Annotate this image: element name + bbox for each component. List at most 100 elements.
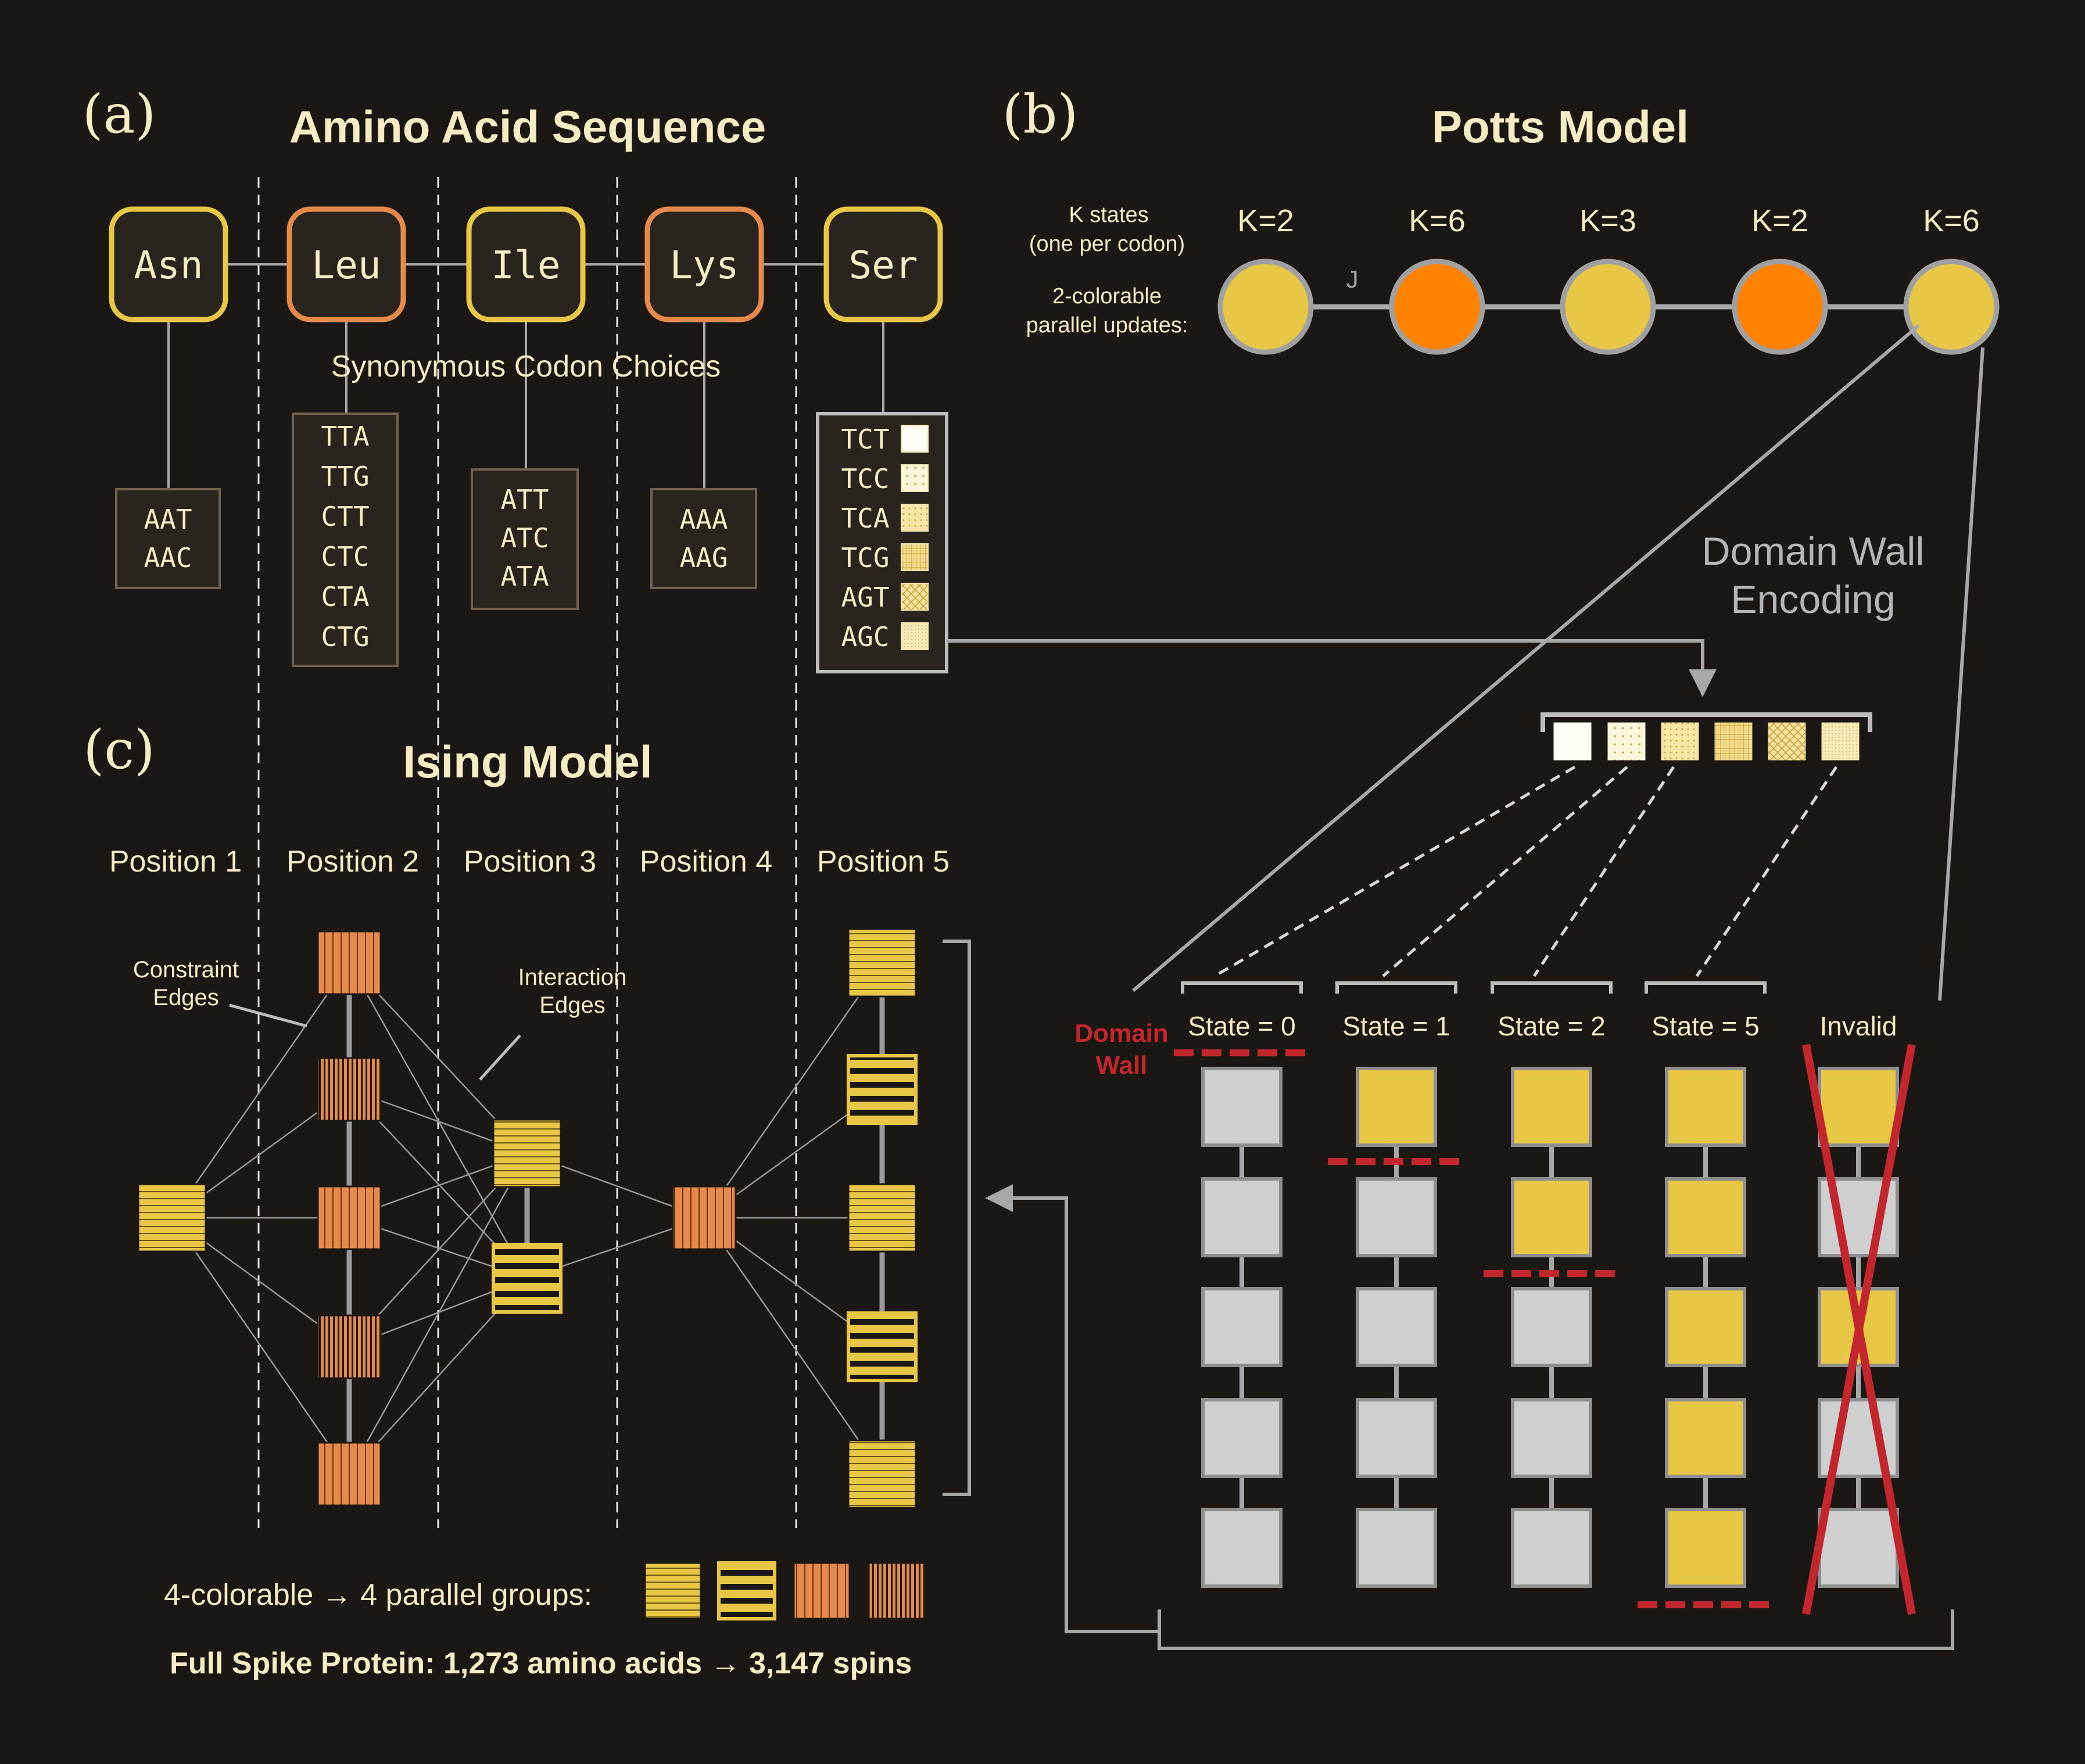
panel-label: (c) [83,719,155,781]
state-bracket [1645,981,1767,994]
k-label: K=2 [1751,203,1808,238]
annotation: Synonymous Codon Choices [331,350,721,383]
edge-annotation: Interaction [518,965,627,990]
interaction-edge [703,1217,883,1475]
potts-node [1389,259,1485,355]
color-group-swatch [644,1562,702,1620]
codon-label: CTA [321,581,369,612]
coupling-label: J [1346,266,1359,293]
panel-label: (a) [83,83,156,145]
guide-line [1132,324,1920,992]
domain-wall-label: Wall [1096,1051,1148,1080]
codon-label: AAA [679,504,728,535]
panel-title: Amino Acid Sequence [289,101,766,152]
codon-label: TTA [321,421,369,452]
mapping-dash [1382,766,1628,977]
color-group-swatch [868,1562,926,1620]
spin-node [672,1185,737,1250]
potts-node [1903,259,2000,355]
legend-text: (one per codon) [1029,232,1185,256]
codon-label: TCC [841,463,889,494]
spin-cell [1356,1287,1437,1367]
color-group-swatch [793,1562,851,1620]
legend-text: parallel updates: [1026,313,1188,338]
spin-cell [1665,1177,1746,1257]
codon-label: AAG [679,542,728,573]
codon-label: AAC [144,542,192,573]
k-label: K=6 [1923,203,1980,238]
k-label: K=2 [1237,203,1294,238]
spin-node [847,1055,917,1124]
spin-node-outline [847,1054,918,1125]
codon-swatch [901,543,929,571]
interaction-edge [703,962,883,1218]
encoding-arrow [947,639,1717,697]
spin-cell [1818,1508,1899,1588]
codon-swatch [901,464,929,492]
amino-acid-label: Leu [311,243,381,288]
state-bracket [1491,981,1613,994]
spin-node-outline [492,1243,563,1314]
spin-cell [1356,1508,1437,1588]
encoding-swatch [1819,720,1861,762]
return-bracket [1158,1609,1954,1650]
codon-box [471,468,579,610]
encoding-bracket [1541,712,1872,732]
spin-cell [1511,1398,1592,1478]
codon-box [650,488,757,589]
spin-cell [1511,1067,1592,1147]
spin-cell [1201,1067,1282,1147]
spin-node [492,1118,562,1188]
spin-node [317,1314,382,1379]
state-label: Invalid [1820,1011,1897,1041]
spin-node [317,1185,382,1250]
amino-acid-label: Ile [491,243,560,288]
edge-annotation: Edges [539,992,605,1018]
spin-node [317,1442,382,1507]
section-title: Encoding [1731,578,1896,622]
interaction-edge [171,1217,350,1475]
spin-node-outline [847,1311,918,1382]
amino-acid-box [286,206,406,322]
codon-swatch [901,425,929,453]
amino-acid-box [823,206,943,322]
spin-cell [1511,1287,1592,1367]
codon-label: TCT [841,424,889,455]
spin-node [847,1439,917,1509]
codon-label: ATA [500,561,549,592]
spin-cell [1201,1287,1282,1367]
edge-annotation: Edges [153,985,218,1010]
domain-wall-label: Domain [1074,1019,1168,1048]
spin-cell [1201,1177,1282,1257]
spin-cell [1356,1398,1437,1478]
codon-label: TCA [841,503,889,534]
spin-cell [1665,1398,1746,1478]
spin-node [492,1243,562,1313]
annotation-pointer [229,1003,307,1028]
mapping-dash [1213,765,1576,978]
panel-label: (b) [1002,83,1079,145]
spin-cell [1665,1508,1746,1588]
spin-cell [1201,1508,1282,1588]
spin-node [847,1312,917,1382]
codon-box [115,488,221,589]
state-label: State = 0 [1188,1011,1295,1041]
spin-cell [1201,1398,1282,1478]
legend-text: 2-colorable [1052,284,1162,309]
state-bracket [1335,981,1457,994]
spin-cell [1356,1067,1437,1147]
codon-label: AAT [144,504,192,535]
codon-label: ATC [500,522,549,554]
position-label: Position 1 [109,845,242,879]
position-label: Position 5 [817,845,950,879]
spin-cell [1665,1287,1746,1367]
codon-box [292,413,399,667]
potts-node [1560,259,1656,355]
spin-node [847,1183,917,1253]
codon-label: TCG [841,542,889,573]
legend-text: K states [1069,203,1148,227]
panel-title: Ising Model [403,736,653,787]
interaction-edge [348,962,528,1279]
edge-annotation: Constraint [133,957,239,983]
